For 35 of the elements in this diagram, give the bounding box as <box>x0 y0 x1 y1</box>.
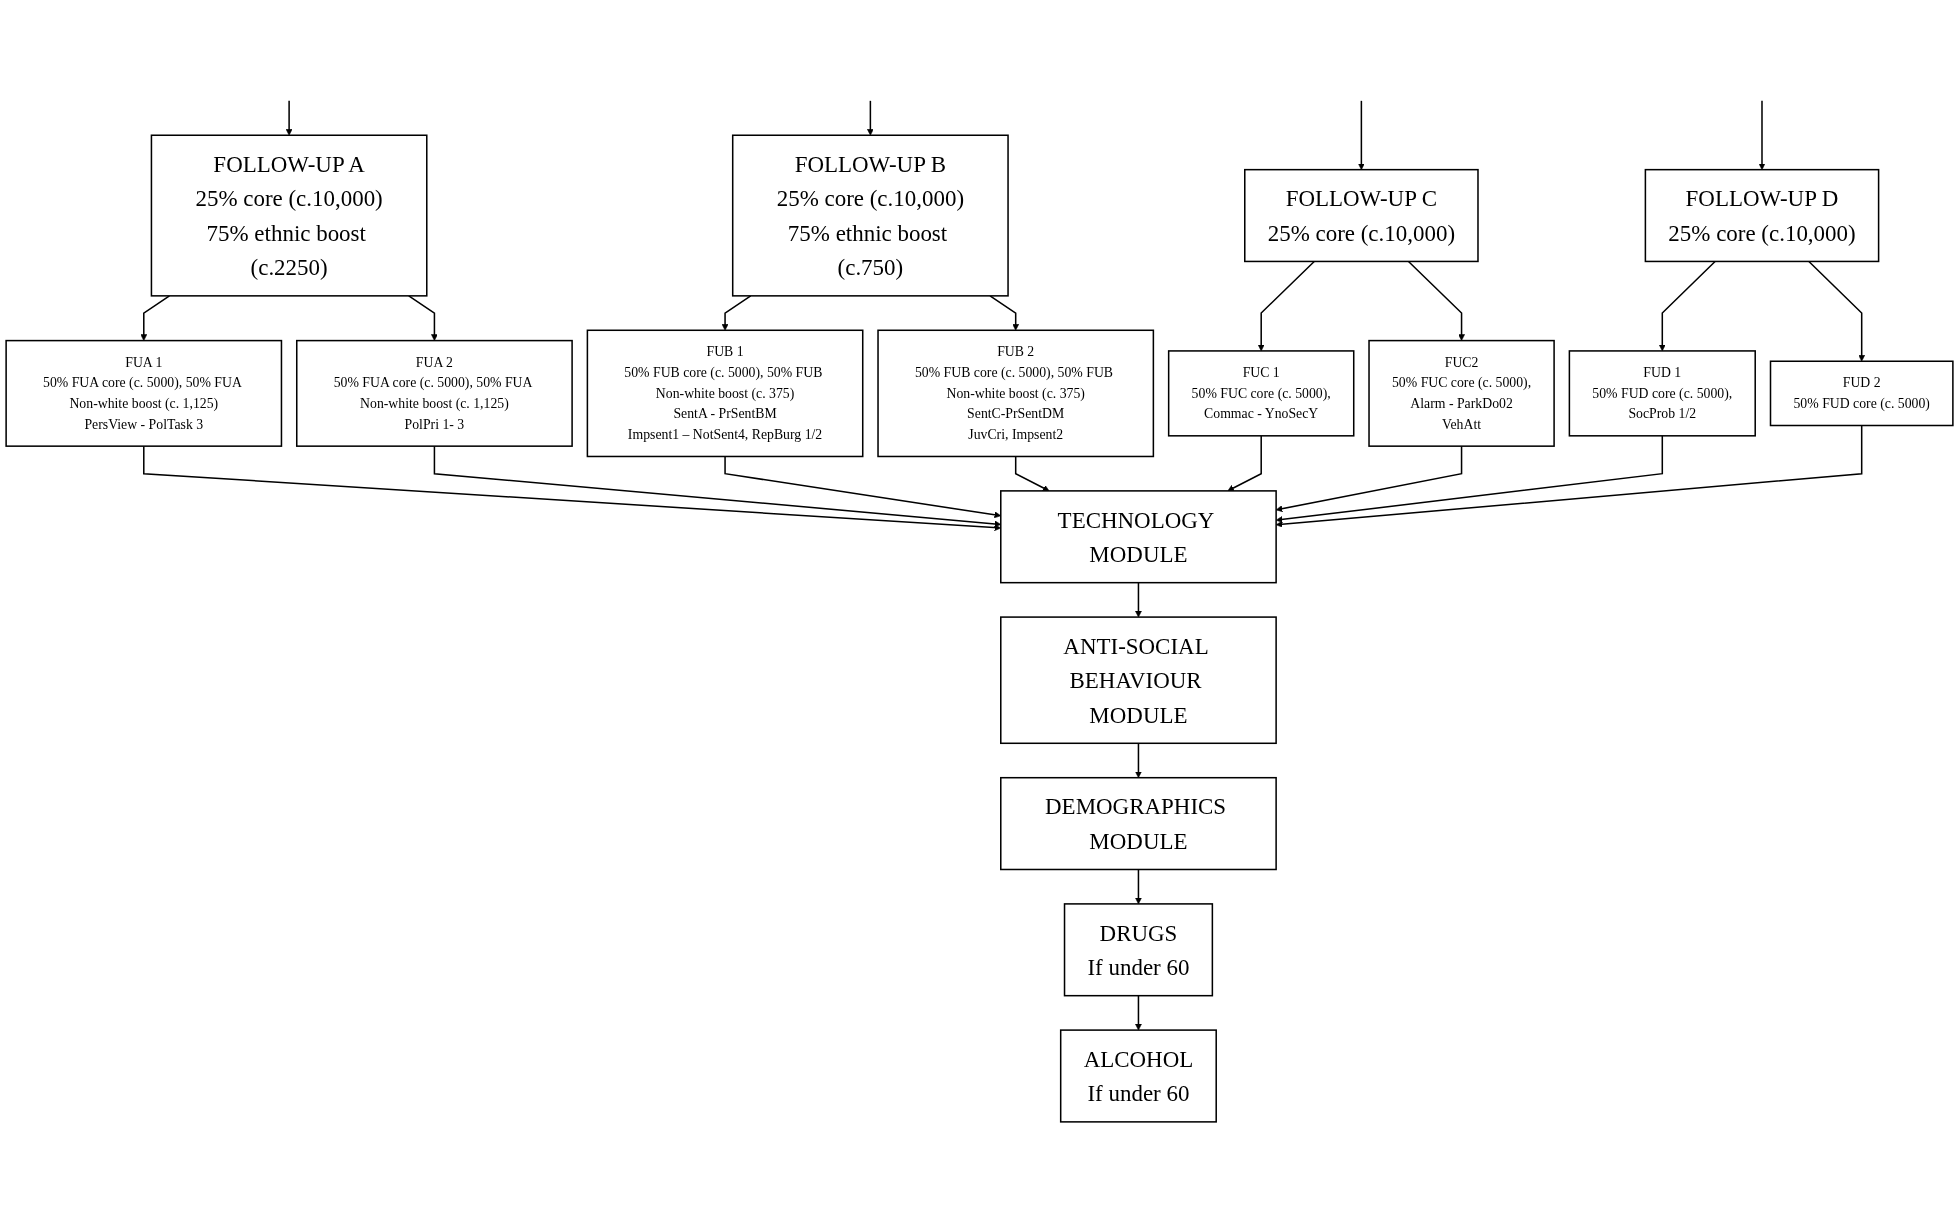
process-box: DRUGS If under 60 <box>1063 903 1214 997</box>
process-box: FUC 1 50% FUC core (c. 5000), Commac - YnoSecY <box>1167 350 1355 437</box>
arrow <box>1658 260 1716 352</box>
arrow <box>408 295 438 341</box>
arrow <box>721 295 752 331</box>
process-box: FUB 2 50% FUB core (c. 5000), 50% FUB Non-white boost (c. 375) SentC-PrSentDM JuvCri, Impsent2 <box>877 329 1155 458</box>
arrow <box>1135 868 1142 905</box>
process-box: FUD 2 50% FUD core (c. 5000) <box>1769 360 1954 427</box>
arrow <box>1227 435 1262 492</box>
process-box: FUB 1 50% FUB core (c. 5000), 50% FUB Non-white boost (c. 375) SentA - PrSentBM Impsent1 – NotSent4, RepBurg 1/2 <box>586 329 864 458</box>
arrow <box>1257 260 1315 352</box>
process-box: FOLLOW-UP A 25% core (c.10,000) 75% ethnic boost (c.2250) <box>150 134 428 297</box>
process-box: ANTI-SOCIAL BEHAVIOUR MODULE <box>1000 616 1277 745</box>
arrow <box>1135 994 1142 1031</box>
arrow <box>1135 742 1142 778</box>
process-box: TECHNOLOGY MODULE <box>1000 490 1277 584</box>
process-box: FUC2 50% FUC core (c. 5000), Alarm - ParkDo02 VehAtt <box>1368 339 1555 447</box>
process-box: FUA 1 50% FUA core (c. 5000), 50% FUA Non-white boost (c. 1,125) PersView - PolTask 3 <box>5 339 283 447</box>
process-box: FOLLOW-UP C 25% core (c.10,000) <box>1244 168 1479 263</box>
arrow <box>1014 455 1050 492</box>
arrow <box>989 295 1020 331</box>
arrow <box>867 100 874 136</box>
process-box: FUD 1 50% FUD core (c. 5000), SocProb 1/2 <box>1568 350 1756 437</box>
process-box: FUA 2 50% FUA core (c. 5000), 50% FUA Non-white boost (c. 1,125) PolPri 1- 3 <box>296 339 573 447</box>
process-box: DEMOGRAPHICS MODULE <box>1000 776 1277 871</box>
process-box: FOLLOW-UP D 25% core (c.10,000) <box>1644 168 1880 263</box>
process-box: FOLLOW-UP B 25% core (c.10,000) 75% ethnic boost (c.750) <box>731 134 1009 297</box>
arrow <box>1135 581 1142 618</box>
arrow <box>1407 260 1465 341</box>
process-box: ALCOHOL If under 60 <box>1059 1029 1217 1123</box>
arrow <box>1808 260 1866 362</box>
arrow <box>1758 100 1766 170</box>
arrow <box>285 100 293 136</box>
arrow <box>140 295 171 341</box>
arrow <box>1358 100 1365 170</box>
